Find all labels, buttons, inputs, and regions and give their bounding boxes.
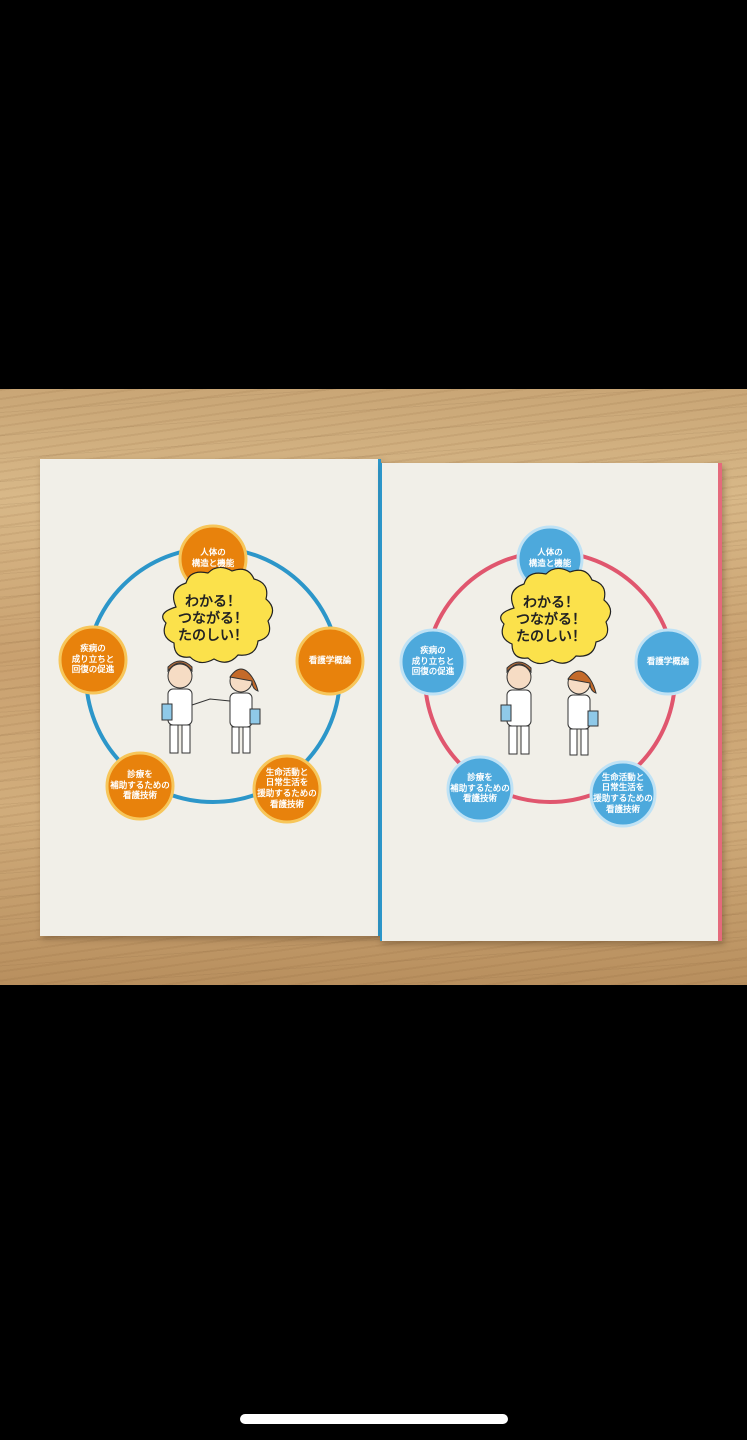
node-clinical-right: 診療を 補助するための 看護技術	[450, 773, 510, 805]
node-nursing-intro-right: 看護学概論	[646, 656, 690, 667]
node-clinical-left: 診療を 補助するための 看護技術	[110, 770, 170, 802]
node-nursing-intro-left: 看護学概論	[308, 655, 352, 666]
node-human-body-right: 人体の 構造と機能	[528, 548, 572, 569]
node-disease-left: 疾病の 成り立ちと 回復の促進	[71, 644, 115, 676]
diagram-left	[58, 524, 365, 824]
node-disease-right: 疾病の 成り立ちと 回復の促進	[411, 646, 455, 678]
node-daily-life-left: 生命活動と 日常生活を 援助するための 看護技術	[257, 767, 317, 810]
book-photo: わかる！ つながる！ たのしい！ 人体の 構造と機能 看護学概論 生命活動と 日…	[0, 389, 747, 985]
node-human-body-left: 人体の 構造と機能	[191, 548, 235, 569]
diagram-right	[399, 525, 702, 828]
book-right: わかる！ つながる！ たのしい！ 人体の 構造と機能 看護学概論 生命活動と 日…	[380, 463, 722, 941]
slogan-bubble-right: わかる！ つながる！ たのしい！	[516, 595, 586, 645]
node-daily-life-right: 生命活動と 日常生活を 援助するための 看護技術	[593, 772, 653, 815]
home-indicator[interactable]	[240, 1414, 508, 1424]
book-left: わかる！ つながる！ たのしい！ 人体の 構造と機能 看護学概論 生命活動と 日…	[40, 459, 381, 936]
slogan-bubble-left: わかる！ つながる！ たのしい！	[178, 594, 248, 644]
